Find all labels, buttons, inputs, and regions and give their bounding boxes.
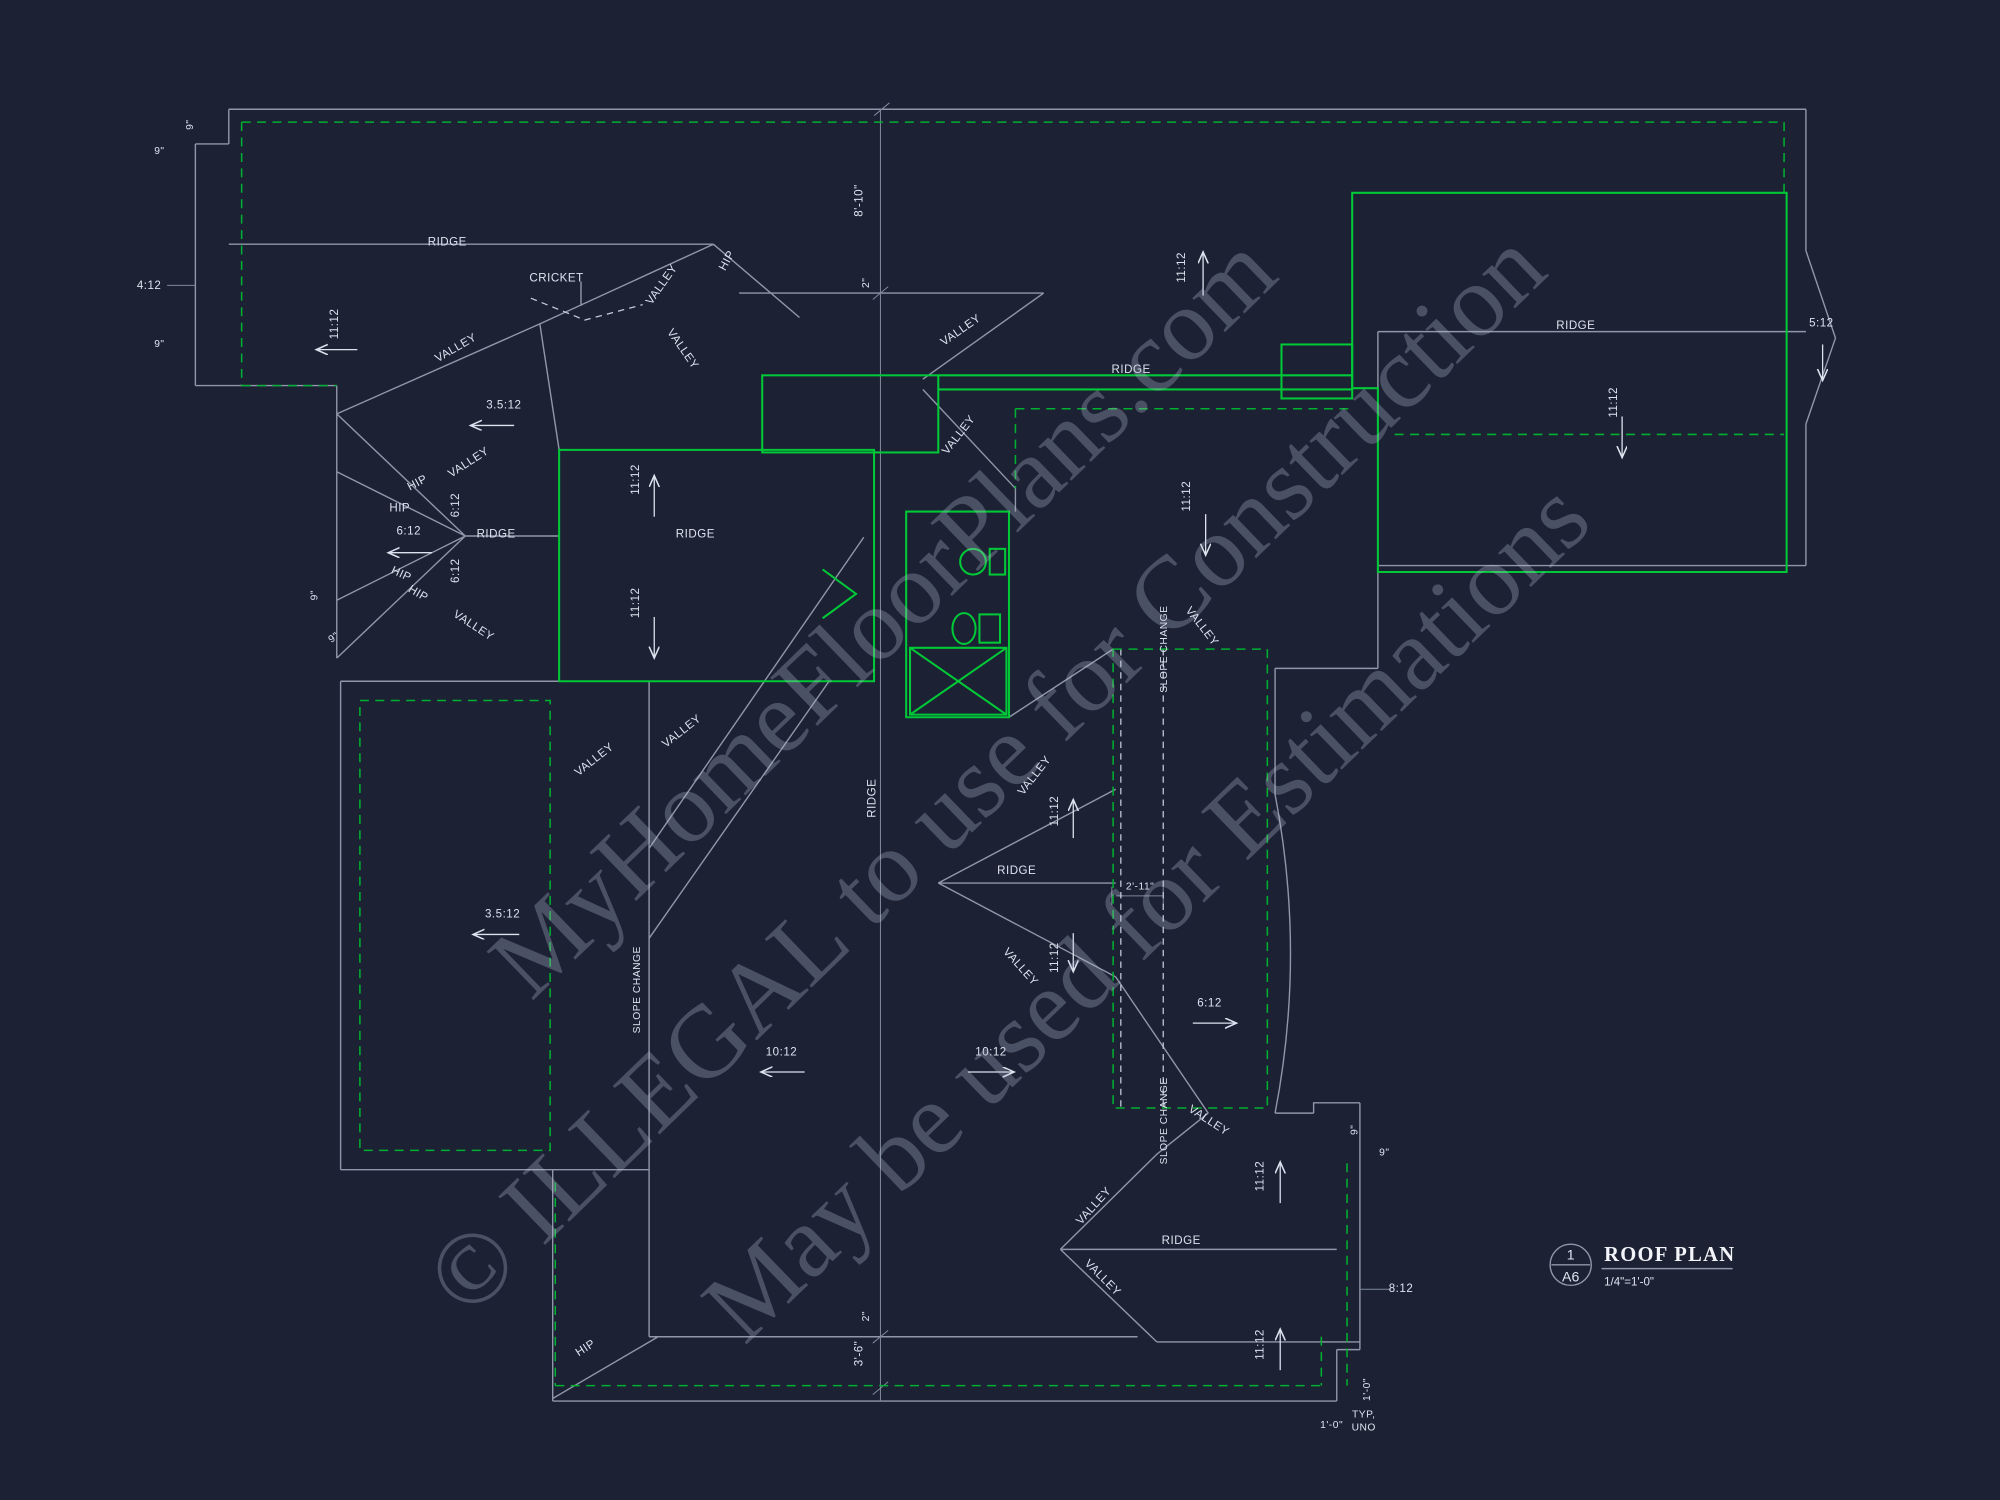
plan-label: 11:12 [1176,252,1188,283]
drawing-title: ROOF PLAN [1604,1244,1735,1266]
plan-label: 9" [185,119,196,129]
plan-label: VALLEY [644,263,680,307]
plan-label: HIP [717,249,737,273]
plan-label: 4:12 [137,280,162,292]
plan-label: 1'-0" [1320,1420,1343,1431]
plan-label: 9" [1349,1125,1360,1135]
plan-label: 1'-0" [1362,1378,1373,1401]
plan-label: 10:12 [975,1046,1006,1058]
toilet-icon [951,612,977,645]
plan-label: HIP [406,583,430,604]
bathroom-fixtures [905,510,1011,719]
plan-label: 8:12 [1389,1283,1414,1295]
plan-label: 6:12 [450,558,462,583]
plan-label: 11:12 [630,588,642,619]
plan-label: 9" [154,146,164,157]
plan-label: 11:12 [1608,387,1620,418]
plan-label: 6:12 [450,493,462,518]
plan-label: 9" [1379,1148,1389,1159]
plan-label: CRICKET [529,272,583,284]
drawing-scale: 1/4"=1'-0" [1604,1276,1654,1288]
plan-label: RIDGE [477,528,516,540]
plan-label: 11:12 [1254,1161,1266,1192]
detail-number: 1 [1567,1247,1575,1263]
plan-label: 6:12 [396,526,421,538]
plan-label: UNO [1352,1423,1376,1434]
plan-label: 5:12 [1809,317,1834,329]
roof-vent-hatch-left [761,374,940,454]
plan-label: RIDGE [1162,1235,1201,1247]
plan-label: TYP, [1352,1410,1376,1421]
plan-label: 11:12 [1049,942,1061,973]
plan-label: HIP [389,503,410,515]
plan-label: RIDGE [1556,320,1595,332]
plan-label: VALLEY [433,332,479,365]
plan-label: RIDGE [428,237,467,249]
sheet-number: A6 [1562,1268,1579,1284]
watermark: MyHomeFloorPlans.com © ILLEGAL to use fo… [405,209,1611,1363]
plan-label: VALLEY [1074,1185,1114,1227]
detail-bubble [1549,1243,1592,1287]
slope-change-lines [530,297,1164,1112]
plan-label: 2" [861,1311,872,1321]
plan-label: 11:12 [329,309,341,340]
plan-label: SLOPE CHANGE [632,946,643,1033]
plan-label: RIDGE [676,528,715,540]
plan-label: 10:12 [766,1046,797,1058]
plan-label: 11:12 [1181,481,1193,512]
roof-outline-gray [167,102,1837,1402]
door-swing-icon [822,568,858,620]
plan-label: RIDGE [1112,364,1151,376]
plan-label: 9" [327,631,342,646]
roof-lines-green [558,191,1788,719]
overhang-lines-green-dashed [240,121,1785,1387]
plan-label: 9" [154,339,164,350]
roof-vent-hatch-right [1280,343,1354,400]
plan-label: 11:12 [1049,796,1061,827]
plan-label: VALLEY [1082,1258,1123,1299]
plan-label: SLOPE CHANGE [1159,1077,1170,1164]
title-block: 1 A6 ROOF PLAN 1/4"=1'-0" [1549,1243,1735,1288]
plan-label: 6:12 [1197,997,1222,1009]
plan-label: 8'-10" [853,184,865,216]
plan-label: VALLEY [573,741,617,779]
plan-label: VALLEY [939,312,983,348]
sink-icon [959,547,987,576]
plan-label: 2'-11" [1126,881,1154,892]
plan-label: SLOPE CHANGE [1159,606,1170,693]
plan-label: HIP [389,565,413,585]
plan-label: VALLEY [451,608,496,643]
plan-label: 9" [309,590,320,600]
plan-label: VALLEY [446,445,491,480]
plan-label: 2" [861,278,872,288]
plan-label: RIDGE [866,779,878,818]
plan-label: 11:12 [1254,1329,1266,1360]
plan-label: RIDGE [997,865,1036,877]
plan-label: 3.5:12 [485,909,520,921]
plan-label: VALLEY [664,327,700,371]
plan-label: 3.5:12 [486,400,521,412]
slope-direction-arrows [316,252,1822,1371]
plan-label: 3'-6" [853,1341,865,1367]
plan-label: 11:12 [630,464,642,495]
plan-label: HIP [574,1338,598,1359]
